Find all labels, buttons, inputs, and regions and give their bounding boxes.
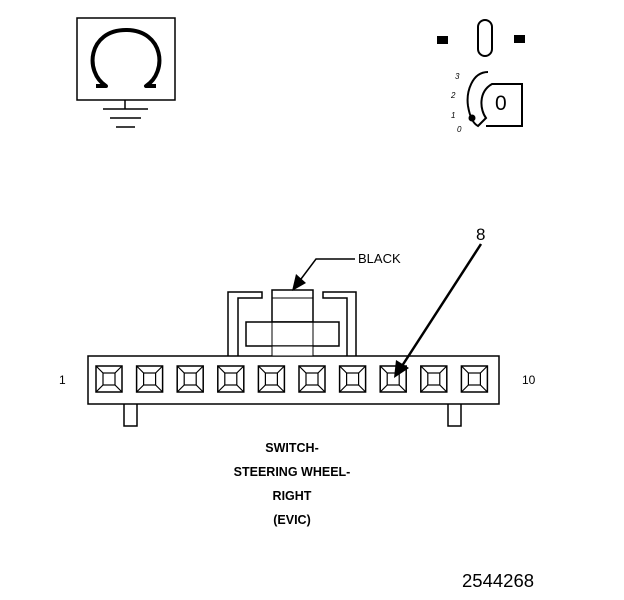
connector-caption: SWITCH- STEERING WHEEL- RIGHT (EVIC) xyxy=(212,436,372,532)
ignition-key-icon xyxy=(437,19,525,128)
caption-line-3: RIGHT xyxy=(272,489,312,503)
key-position-1: 1 xyxy=(451,111,456,120)
pin-cavity-8 xyxy=(379,365,407,393)
pin-indicator-arrow xyxy=(394,243,483,378)
pin-callout-label: 8 xyxy=(476,225,486,244)
color-label-leader xyxy=(292,258,355,291)
pin-cavity-5 xyxy=(257,365,286,393)
pin-cavity-9 xyxy=(420,365,448,393)
pin-cavity-1 xyxy=(95,365,123,393)
first-pin-label: 1 xyxy=(59,373,66,387)
connector-color-label: BLACK xyxy=(358,251,401,266)
key-position-0: 0 xyxy=(457,125,462,134)
key-letter: 0 xyxy=(495,92,507,115)
ohm-ground-symbol-icon xyxy=(76,17,176,128)
pin-cavity-7 xyxy=(338,365,367,393)
key-position-3: 3 xyxy=(455,72,460,81)
connector-latch xyxy=(227,289,357,357)
pin-cavity-3 xyxy=(176,365,204,393)
key-position-2: 2 xyxy=(451,91,456,100)
figure-id: 2544268 xyxy=(462,570,535,591)
last-pin-label: 10 xyxy=(522,373,536,387)
pin-cavity-2 xyxy=(135,365,164,393)
pin-cavity-4 xyxy=(217,365,245,393)
pin-cavity-10 xyxy=(460,365,489,393)
pin-cavity-6 xyxy=(298,365,326,393)
connector-pins xyxy=(95,365,489,393)
caption-line-4: (EVIC) xyxy=(273,513,311,527)
caption-line-1: SWITCH- xyxy=(265,441,319,455)
caption-line-2: STEERING WHEEL- xyxy=(233,465,351,479)
